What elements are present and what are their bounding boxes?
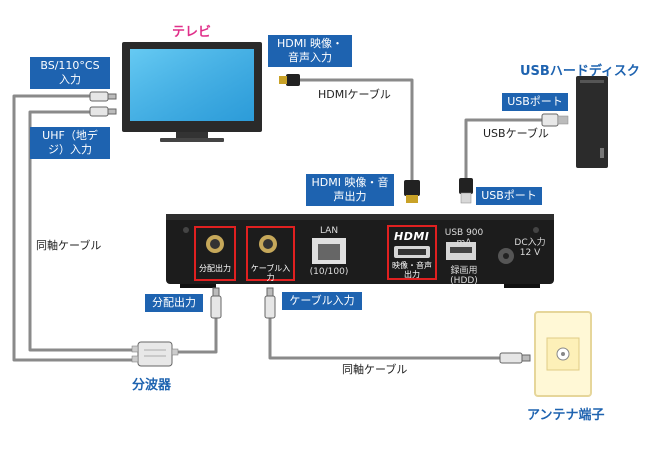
port-hdmi-out-label: 映像・音声 出力 (392, 261, 432, 279)
port-split-out-label: 分配出力 (199, 264, 231, 273)
tv-coax-connectors (89, 91, 117, 117)
coax-cable-bottom-label: 同軸ケーブル (342, 363, 408, 376)
usb-port-box-label: USBポート (476, 187, 542, 205)
box-hdmi-plug (404, 180, 420, 203)
tv-label: テレビ (172, 25, 212, 40)
coax-cable-left-label: 同軸ケーブル (36, 239, 102, 252)
cable-in-label: ケーブル入力 (282, 292, 362, 310)
hdmi-cable-label: HDMIケーブル (318, 88, 391, 101)
hdmi-logo: HDMI (394, 230, 430, 243)
tv (122, 42, 262, 142)
coax-cable-uhf (28, 110, 142, 352)
antenna-outlet (534, 311, 592, 397)
port-cable-in-label: ケーブル入力 (250, 264, 291, 282)
coax-plugs-box (210, 287, 276, 319)
usb-port-hdd-label: USBポート (502, 93, 568, 111)
hdd-usb-plug (541, 113, 569, 127)
tv-hdmi-plug (279, 74, 300, 86)
usb-hdd (576, 76, 608, 168)
port-dc-in-label: DC入力 12 V (514, 238, 546, 258)
usb-hdd-label: USBハードディスク (520, 64, 640, 79)
antenna-plug (499, 352, 531, 364)
splitter-label: 分波器 (132, 378, 172, 393)
bs-cs-input-label: BS/110°CS 入力 (30, 57, 110, 89)
cables (12, 78, 544, 362)
usb-cable (464, 118, 544, 182)
port-usb-spec: USB 900 mA (444, 228, 484, 248)
usb-cable-label: USBケーブル (483, 127, 549, 140)
port-usb-rec-label: 録画用 (HDD) (450, 266, 478, 286)
coax-cable-bs (12, 94, 142, 362)
coax-cable-antenna (268, 316, 504, 360)
split-out-label: 分配出力 (145, 294, 203, 312)
hdmi-box-output-label: HDMI 映像・音声出力 (306, 174, 394, 206)
box-usb-plug (459, 178, 473, 204)
antenna-terminal-label: アンテナ端子 (527, 408, 605, 423)
hdmi-tv-input-label: HDMI 映像・音声入力 (268, 35, 352, 67)
splitter (131, 341, 179, 367)
hdmi-cable (298, 78, 414, 184)
uhf-input-label: UHF（地デジ）入力 (30, 127, 110, 159)
port-lan-spec: (10/100) (309, 267, 349, 277)
coax-cable-split (170, 316, 218, 354)
set-top-box (166, 214, 554, 288)
port-lan-label: LAN (319, 226, 339, 236)
